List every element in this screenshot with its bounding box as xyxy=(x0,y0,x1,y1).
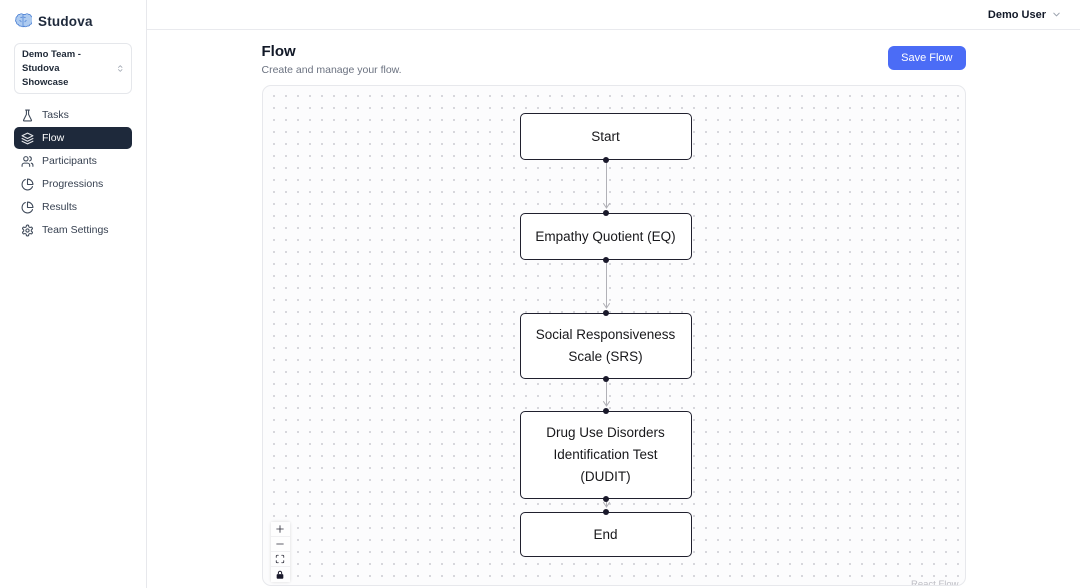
brain-icon xyxy=(15,13,32,28)
chevron-down-icon xyxy=(1053,12,1060,17)
flow-node-start[interactable]: Start xyxy=(519,113,692,163)
sidebar-item-label: Team Settings xyxy=(42,224,109,237)
sidebar-item-tasks[interactable]: Tasks xyxy=(14,104,132,126)
flow-controls xyxy=(270,522,290,582)
zoom-out-button[interactable] xyxy=(270,537,290,552)
node-label: Social Responsiveness Scale (SRS) xyxy=(535,327,676,364)
sidebar-item-team-settings[interactable]: Team Settings xyxy=(14,219,132,241)
save-flow-button[interactable]: Save Flow xyxy=(888,46,966,70)
app-title: Studova xyxy=(38,13,93,29)
sidebar-item-label: Tasks xyxy=(42,109,69,122)
page-content: Flow Create and manage your flow. Save F… xyxy=(261,30,966,586)
target-handle[interactable] xyxy=(602,408,609,414)
flow-canvas[interactable]: Start Empathy Quotient (EQ) Social Respo… xyxy=(261,85,966,586)
sidebar-item-label: Progressions xyxy=(42,178,104,191)
flow-node-end[interactable]: End xyxy=(519,509,692,557)
sidebar: Studova Demo Team - Studova Showcase Tas… xyxy=(0,0,147,588)
fit-view-icon xyxy=(275,554,285,564)
target-handle[interactable] xyxy=(602,210,609,216)
main-area: Demo User Flow Create and manage your fl… xyxy=(147,0,1080,588)
minus-icon xyxy=(276,543,284,545)
team-selector[interactable]: Demo Team - Studova Showcase xyxy=(14,43,132,95)
pie-chart-icon xyxy=(21,201,34,214)
fit-view-button[interactable] xyxy=(270,552,290,567)
page-title: Flow xyxy=(261,43,296,60)
gear-icon xyxy=(22,224,33,237)
sidebar-item-label: Participants xyxy=(42,155,97,168)
team-selector-label: Demo Team - Studova Showcase xyxy=(22,49,81,88)
page-header: Flow Create and manage your flow. Save F… xyxy=(262,43,966,76)
source-handle[interactable] xyxy=(602,157,609,163)
topbar: Demo User xyxy=(147,0,1080,30)
users-icon xyxy=(21,155,34,167)
user-name: Demo User xyxy=(987,8,1046,21)
user-menu[interactable]: Demo User xyxy=(988,9,1062,21)
flask-icon xyxy=(22,109,33,122)
chevrons-up-down-icon xyxy=(117,65,122,72)
node-label: Drug Use Disorders Identification Test (… xyxy=(546,425,665,484)
source-handle[interactable] xyxy=(602,496,609,502)
flow-node-empathy-quotient[interactable]: Empathy Quotient (EQ) xyxy=(519,210,692,263)
lock-icon xyxy=(276,570,284,579)
sidebar-nav: Tasks Flow Participants Progressions xyxy=(14,104,132,241)
sidebar-item-progressions[interactable]: Progressions xyxy=(14,173,132,195)
source-handle[interactable] xyxy=(602,376,609,382)
sidebar-item-flow[interactable]: Flow xyxy=(14,127,132,150)
target-handle[interactable] xyxy=(602,310,609,316)
lock-button[interactable] xyxy=(270,567,290,582)
zoom-in-button[interactable] xyxy=(270,522,290,537)
target-handle[interactable] xyxy=(602,509,609,515)
flow-node-dudit[interactable]: Drug Use Disorders Identification Test (… xyxy=(519,408,692,502)
sidebar-item-participants[interactable]: Participants xyxy=(14,150,132,172)
node-label: Start xyxy=(591,128,620,144)
app-logo[interactable]: Studova xyxy=(14,12,132,30)
node-label: Empathy Quotient (EQ) xyxy=(535,228,676,244)
node-label: End xyxy=(593,526,618,542)
page-subtitle: Create and manage your flow. xyxy=(261,64,402,76)
source-handle[interactable] xyxy=(602,257,609,263)
flow-node-social-responsiveness[interactable]: Social Responsiveness Scale (SRS) xyxy=(519,310,692,382)
pie-chart-icon xyxy=(21,178,34,191)
reactflow-attribution[interactable]: React Flow xyxy=(910,579,959,586)
layers-icon xyxy=(21,132,34,145)
plus-icon xyxy=(276,525,284,533)
sidebar-item-label: Results xyxy=(42,201,78,214)
sidebar-item-label: Flow xyxy=(42,132,65,145)
sidebar-item-results[interactable]: Results xyxy=(14,196,132,218)
